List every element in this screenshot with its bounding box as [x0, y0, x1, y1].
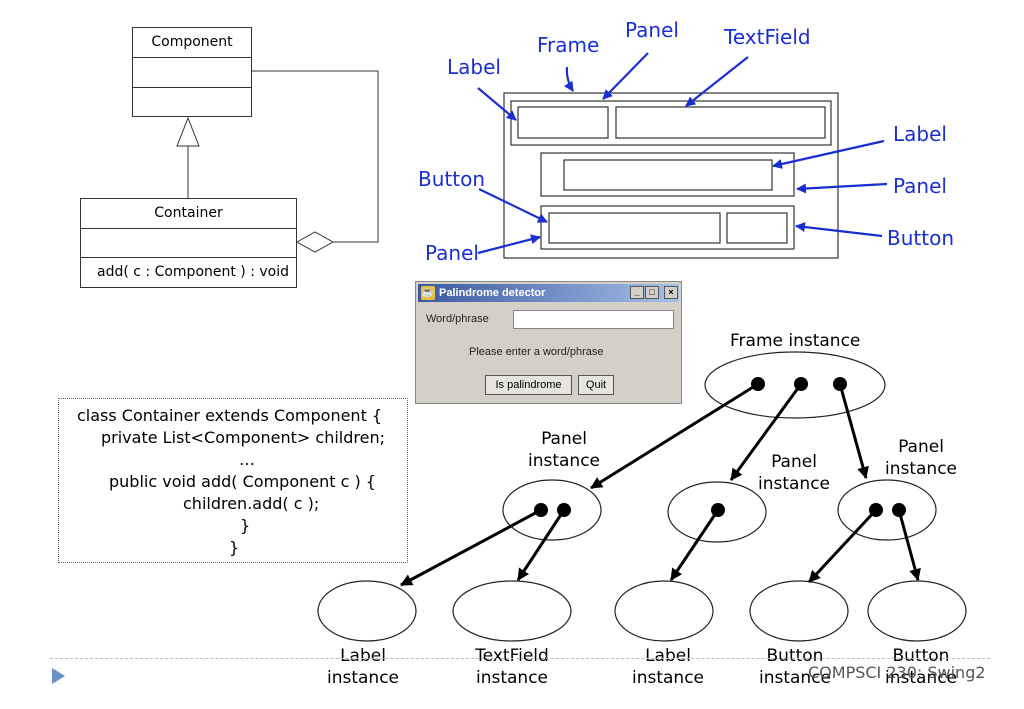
bottom-button-right-rect	[726, 212, 788, 244]
dialog-titlebar[interactable]: ☕ Palindrome detector _ □ ×	[418, 284, 679, 302]
annotation-button-left: Button	[418, 167, 485, 191]
component-class-name: Component	[133, 28, 251, 58]
bottom-panel-rect	[540, 205, 795, 250]
annotation-panel-right: Panel	[893, 174, 947, 198]
close-button[interactable]: ×	[664, 286, 678, 299]
top-label-rect	[517, 106, 609, 139]
dialog-title: Palindrome detector	[439, 287, 546, 299]
footer-divider	[50, 658, 990, 659]
panel-instance-label-1: Panel instance	[527, 429, 601, 471]
frame-instance-label: Frame instance	[730, 331, 861, 351]
quit-button[interactable]: Quit	[578, 375, 614, 395]
code-line-3: …	[239, 450, 255, 469]
button-instance-label-1: Button instance	[758, 646, 832, 688]
frame-rect	[503, 92, 839, 259]
minimize-button[interactable]: _	[630, 286, 644, 299]
annotation-label-right: Label	[893, 122, 947, 146]
word-phrase-input[interactable]	[513, 310, 674, 329]
label-instance-node-1	[317, 580, 417, 642]
annotation-textfield: TextField	[724, 25, 811, 49]
annotation-button-right: Button	[887, 226, 954, 250]
annotation-panel-left: Panel	[425, 241, 479, 265]
layout-sketch	[503, 92, 839, 259]
code-line-1: class Container extends Component {	[77, 406, 383, 425]
code-line-6: }	[240, 516, 251, 535]
code-line-2: private List<Component> children;	[101, 428, 385, 447]
slide-bullet-icon	[52, 668, 65, 684]
code-line-5: children.add( c );	[183, 494, 320, 513]
container-method: add( c : Component ) : void	[97, 264, 290, 280]
container-class-name: Container	[81, 199, 296, 229]
annotation-label-top: Label	[447, 55, 501, 79]
palindrome-dialog: ☕ Palindrome detector _ □ × Word/phrase …	[415, 281, 682, 404]
panel-instance-label-2: Panel instance	[757, 452, 831, 494]
prompt-text: Please enter a word/phrase	[469, 346, 604, 358]
object-tree	[317, 351, 967, 642]
inheritance-arrow	[176, 116, 200, 198]
label-instance-label-2: Label instance	[631, 646, 705, 688]
java-cup-icon: ☕	[421, 286, 435, 300]
container-class-box: Container add( c : Component ) : void	[80, 198, 297, 288]
is-palindrome-button[interactable]: Is palindrome	[485, 375, 572, 395]
label-instance-node-2	[614, 580, 714, 642]
code-snippet: class Container extends Component { priv…	[58, 398, 408, 563]
middle-panel-rect	[540, 152, 795, 197]
code-line-7: }	[229, 538, 240, 557]
panel-instance-node-1	[502, 479, 602, 541]
aggregation-link	[252, 70, 379, 253]
bottom-button-left-rect	[548, 212, 721, 244]
code-line-4: public void add( Component c ) {	[109, 472, 376, 491]
button-instance-node-2	[867, 580, 967, 642]
textfield-instance-label: TextField instance	[475, 646, 549, 688]
annotation-panel-top: Panel	[625, 18, 679, 42]
annotation-frame: Frame	[537, 33, 600, 57]
footer-course: COMPSCI 230: Swing2	[808, 663, 986, 682]
label-instance-label-1: Label instance	[326, 646, 400, 688]
top-panel-rect	[510, 100, 832, 146]
button-instance-label-2: Button instance	[884, 646, 958, 688]
container-attributes	[81, 229, 296, 258]
component-class-box: Component	[132, 27, 252, 117]
word-phrase-label: Word/phrase	[426, 313, 489, 325]
panel-instance-label-3: Panel instance	[884, 437, 958, 479]
textfield-rect	[615, 106, 826, 139]
middle-label-rect	[563, 159, 773, 191]
maximize-button[interactable]: □	[645, 286, 659, 299]
component-attributes	[133, 58, 251, 88]
panel-instance-node-3	[837, 479, 937, 541]
button-instance-node-1	[749, 580, 849, 642]
textfield-instance-node	[452, 580, 572, 642]
component-methods	[133, 88, 251, 116]
annotation-arrows	[477, 52, 888, 255]
